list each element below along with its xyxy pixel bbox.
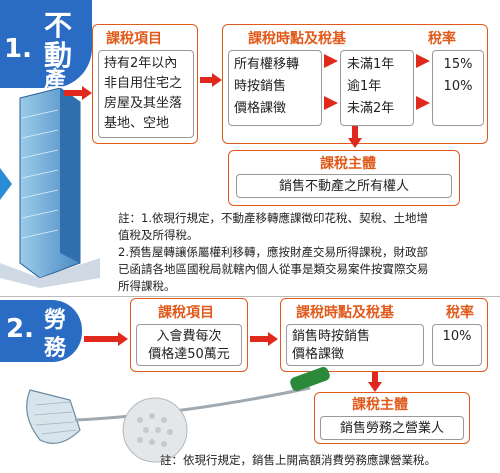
building-illustration (0, 88, 100, 288)
section1-title-1: 不 (44, 9, 73, 42)
arrow-right-icon (268, 332, 278, 346)
section1-subject-header: 課稅主體 (320, 156, 376, 172)
section1-note-1: 註：1.依現行規定，不動產移轉應課徵印花稅、契稅、土地增 (118, 211, 428, 225)
section2-timing-header: 課稅時點及稅基 (296, 305, 394, 321)
arrow-stem (64, 90, 84, 96)
section-divider (0, 296, 500, 297)
left-pointer-icon (0, 168, 12, 200)
section1-note-2: 2.預售屋轉讓係屬權利移轉，應按財產交易所得課稅，財政部 (118, 245, 428, 259)
section1-timing-line: 所有權移轉 (234, 57, 300, 72)
section1-note-2b: 已函請各地區國稅局就轄內個人從事是類交易案件按實際交易 (118, 262, 429, 276)
section1-rate-box: 15% 10% (432, 50, 484, 126)
period-1: 未滿1年 (347, 57, 395, 72)
section2-item-content: 入會費每次 價格達50萬元 (136, 324, 242, 366)
section2-timing-line: 銷售時按銷售 (292, 329, 371, 344)
section1-badge (0, 0, 92, 88)
section1-item-content: 持有2年以內 非自用住宅之 房屋及其坐落 基地、空地 (98, 50, 194, 138)
arrow-down-icon (368, 382, 382, 392)
section2-timing-line: 價格課徵 (292, 347, 345, 362)
section1-timing-line: 價格課徵 (234, 101, 287, 116)
section2-note: 註：依現行規定，銷售上開高額消費勞務應課營業稅。 (160, 453, 436, 467)
arrow-right-icon (324, 96, 338, 110)
rate-2: 10% (443, 79, 473, 94)
section1-rate-header: 稅率 (428, 31, 456, 47)
arrow-stem (250, 336, 270, 342)
arrow-right-icon (416, 96, 430, 110)
period-3: 未滿2年 (347, 101, 395, 116)
section2-title-1: 勞 (44, 308, 67, 333)
arrow-right-icon (118, 332, 128, 346)
section1-item-line: 持有2年以內 (104, 56, 178, 71)
section1-timing-content: 所有權移轉 時按銷售 價格課徵 (228, 50, 322, 126)
section2-rate-box: 10% (432, 324, 482, 366)
arrow-right-icon (416, 54, 430, 68)
section2-rate-header: 稅率 (446, 305, 474, 321)
section1-item-line: 基地、空地 (104, 116, 170, 131)
arrow-stem (84, 336, 120, 342)
arrow-stem (372, 372, 378, 384)
arrow-right-icon (212, 73, 222, 87)
section2-item-header: 課稅項目 (158, 305, 214, 321)
section1-title-2: 動 (44, 39, 73, 72)
section2-subject-content: 銷售勞務之營業人 (320, 416, 464, 440)
section1-item-header: 課稅項目 (106, 31, 162, 47)
section1-number: 1. (4, 34, 32, 64)
section2-item-line: 入會費每次 (156, 329, 222, 344)
golf-club-illustration (26, 366, 330, 463)
section2-item-line: 價格達50萬元 (148, 347, 230, 362)
section1-item-line: 非自用住宅之 (104, 76, 183, 91)
arrow-stem (352, 126, 358, 140)
section1-timing-header: 課稅時點及稅基 (248, 31, 346, 47)
section2-subject-header: 課稅主體 (352, 397, 408, 413)
section1-period-box: 未滿1年 逾1年 未滿2年 (340, 50, 414, 126)
arrow-stem (200, 77, 214, 83)
section2-badge (0, 300, 82, 362)
arrow-right-icon (324, 54, 338, 68)
section1-note-2c: 所得課稅。 (118, 279, 176, 293)
arrow-right-icon (82, 86, 92, 100)
arrow-down-icon (348, 138, 362, 148)
section1-title-3: 產 (44, 68, 67, 93)
rate-1: 15% (443, 57, 473, 72)
section1-timing-line: 時按銷售 (234, 79, 287, 94)
section1-item-line: 房屋及其坐落 (104, 96, 183, 111)
section2-rate-1: 10% (442, 329, 472, 344)
section2-timing-content: 銷售時按銷售 價格課徵 (286, 324, 424, 366)
section2-number: 2. (6, 314, 34, 344)
section1-note-1b: 值稅及所得稅。 (118, 228, 199, 242)
period-2: 逾1年 (347, 79, 382, 94)
section2-title-2: 務 (44, 336, 67, 361)
section1-subject-content: 銷售不動產之所有權人 (236, 174, 452, 198)
